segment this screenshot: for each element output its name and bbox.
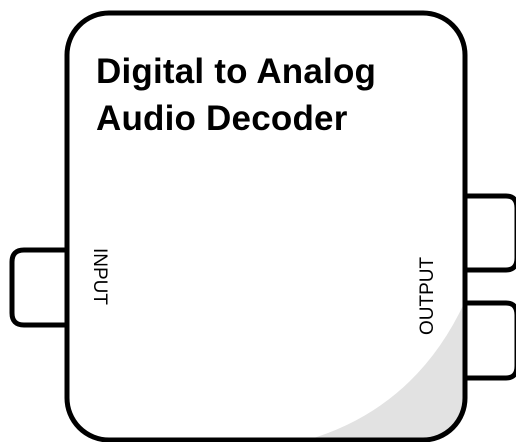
body-shade [300,290,465,440]
decoder-body [67,13,465,440]
input-connector [9,247,68,328]
device-title-line-2: Audio Decoder [96,99,348,138]
output-connector-bottom [462,300,516,381]
output-label: OUTPUT [417,256,438,335]
device-title-line-1: Digital to Analog [96,52,377,91]
output-connector-top [462,193,516,273]
input-label: INPUT [89,248,110,305]
decoder-body-outline [64,10,468,442]
